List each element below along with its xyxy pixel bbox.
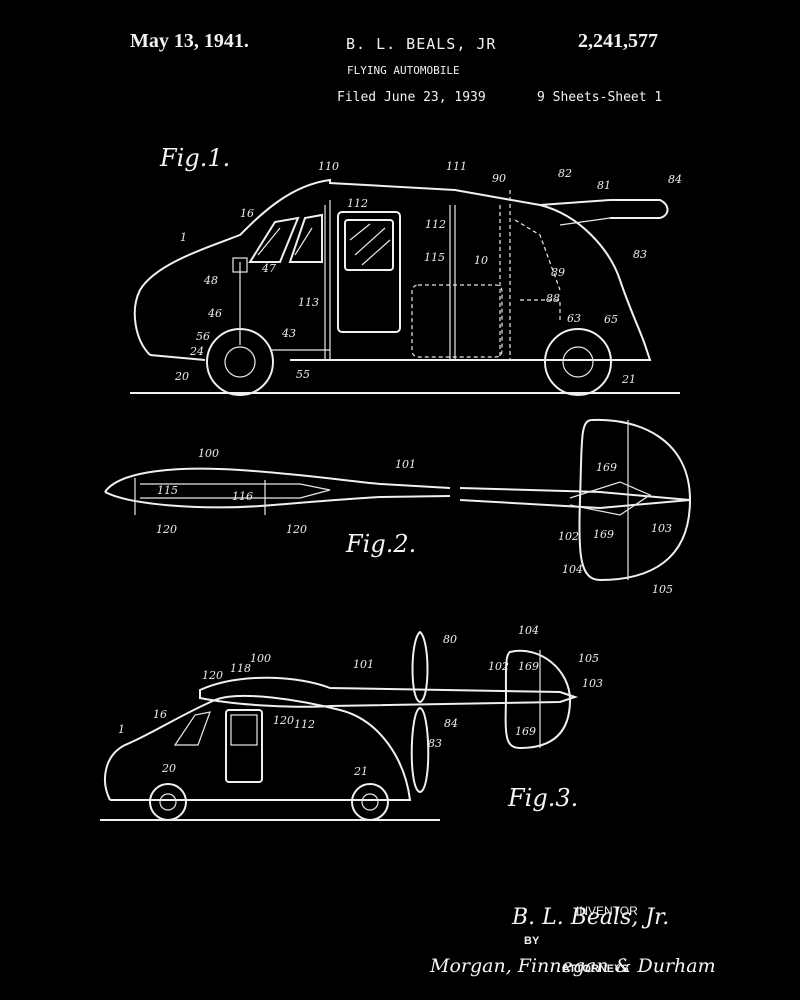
reference-numeral: 103 (651, 522, 672, 535)
filed-date: Filed June 23, 1939 (337, 90, 486, 105)
fig3-label: Fig.3. (507, 784, 578, 812)
reference-numeral: 82 (558, 167, 572, 180)
reference-numeral: 169 (518, 660, 539, 673)
inventor-signature: B. L. Beals, Jr. (511, 905, 669, 930)
reference-numeral: 105 (578, 652, 599, 665)
reference-numeral: 80 (443, 633, 457, 646)
by-label: BY (524, 935, 540, 947)
reference-numeral: 16 (153, 708, 167, 721)
reference-numeral: 101 (353, 658, 374, 671)
fig2-wing (104, 418, 692, 582)
reference-numeral: 88 (546, 292, 560, 305)
sheet-count: 9 Sheets-Sheet 1 (537, 90, 663, 105)
reference-numeral: 1 (118, 723, 125, 736)
patent-title: FLYING AUTOMOBILE (347, 64, 460, 77)
fig3-aircraft (100, 630, 579, 821)
reference-numeral: 10 (474, 254, 488, 267)
reference-numeral: 21 (353, 765, 368, 778)
reference-numeral: 16 (240, 207, 254, 220)
reference-numeral: 103 (582, 677, 603, 690)
reference-numeral: 56 (196, 330, 210, 343)
reference-numeral: 111 (446, 160, 467, 173)
reference-numeral: 115 (157, 484, 178, 497)
reference-numeral: 21 (621, 373, 636, 386)
reference-numeral: 112 (425, 218, 446, 231)
reference-numeral: 112 (294, 718, 315, 731)
reference-numeral: 48 (203, 274, 218, 287)
reference-numeral: 120 (273, 714, 294, 727)
fig1-references: 110 111 90 82 81 84 16 112 112 1 115 10 … (174, 160, 682, 386)
reference-numeral: 102 (558, 530, 579, 543)
reference-numeral: 84 (444, 717, 458, 730)
reference-numeral: 112 (347, 197, 368, 210)
reference-numeral: 115 (424, 251, 445, 264)
reference-numeral: 47 (261, 262, 276, 275)
reference-numeral: 120 (286, 523, 307, 536)
reference-numeral: 104 (518, 624, 539, 637)
reference-numeral: 65 (604, 313, 618, 326)
fig1-label: Fig.1. (159, 144, 230, 172)
reference-numeral: 43 (281, 327, 296, 340)
reference-numeral: 84 (668, 173, 682, 186)
reference-numeral: 20 (161, 762, 176, 775)
reference-numeral: 20 (174, 370, 189, 383)
reference-numeral: 118 (230, 662, 251, 675)
reference-numeral: 101 (395, 458, 416, 471)
reference-numeral: 100 (198, 447, 219, 460)
reference-numeral: 46 (207, 307, 222, 320)
inventor-label: INVENTOR (576, 904, 638, 918)
attorneys-signature: Morgan, Finnegan & Durham (429, 955, 716, 977)
reference-numeral: 89 (551, 266, 565, 279)
fig2-label: Fig.2. (345, 530, 416, 558)
reference-numeral: 113 (298, 296, 319, 309)
reference-numeral: 169 (596, 461, 617, 474)
fig1-car (130, 178, 680, 396)
patent-date: May 13, 1941. (130, 30, 249, 52)
reference-numeral: 83 (428, 737, 442, 750)
patent-number: 2,241,577 (578, 30, 658, 52)
reference-numeral: 116 (232, 490, 253, 503)
reference-numeral: 100 (250, 652, 271, 665)
reference-numeral: 120 (156, 523, 177, 536)
fig3-references: 80 104 105 120 118 100 101 102 169 103 1… (118, 624, 603, 778)
reference-numeral: 105 (652, 583, 673, 596)
reference-numeral: 90 (492, 172, 506, 185)
reference-numeral: 169 (515, 725, 536, 738)
reference-numeral: 102 (488, 660, 509, 673)
reference-numeral: 120 (202, 669, 223, 682)
inventor-name: B. L. BEALS, JR (346, 35, 497, 53)
fig2-references: 100 101 169 115 116 102 169 103 120 120 … (156, 447, 673, 596)
attorneys-label: ATTORNEYS (562, 963, 629, 975)
reference-numeral: 110 (318, 160, 339, 173)
reference-numeral: 104 (562, 563, 583, 576)
reference-numeral: 83 (633, 248, 647, 261)
reference-numeral: 24 (189, 345, 204, 358)
reference-numeral: 55 (296, 368, 310, 381)
reference-numeral: 169 (593, 528, 614, 541)
reference-numeral: 63 (567, 312, 581, 325)
reference-numeral: 1 (180, 231, 187, 244)
reference-numeral: 81 (597, 179, 611, 192)
